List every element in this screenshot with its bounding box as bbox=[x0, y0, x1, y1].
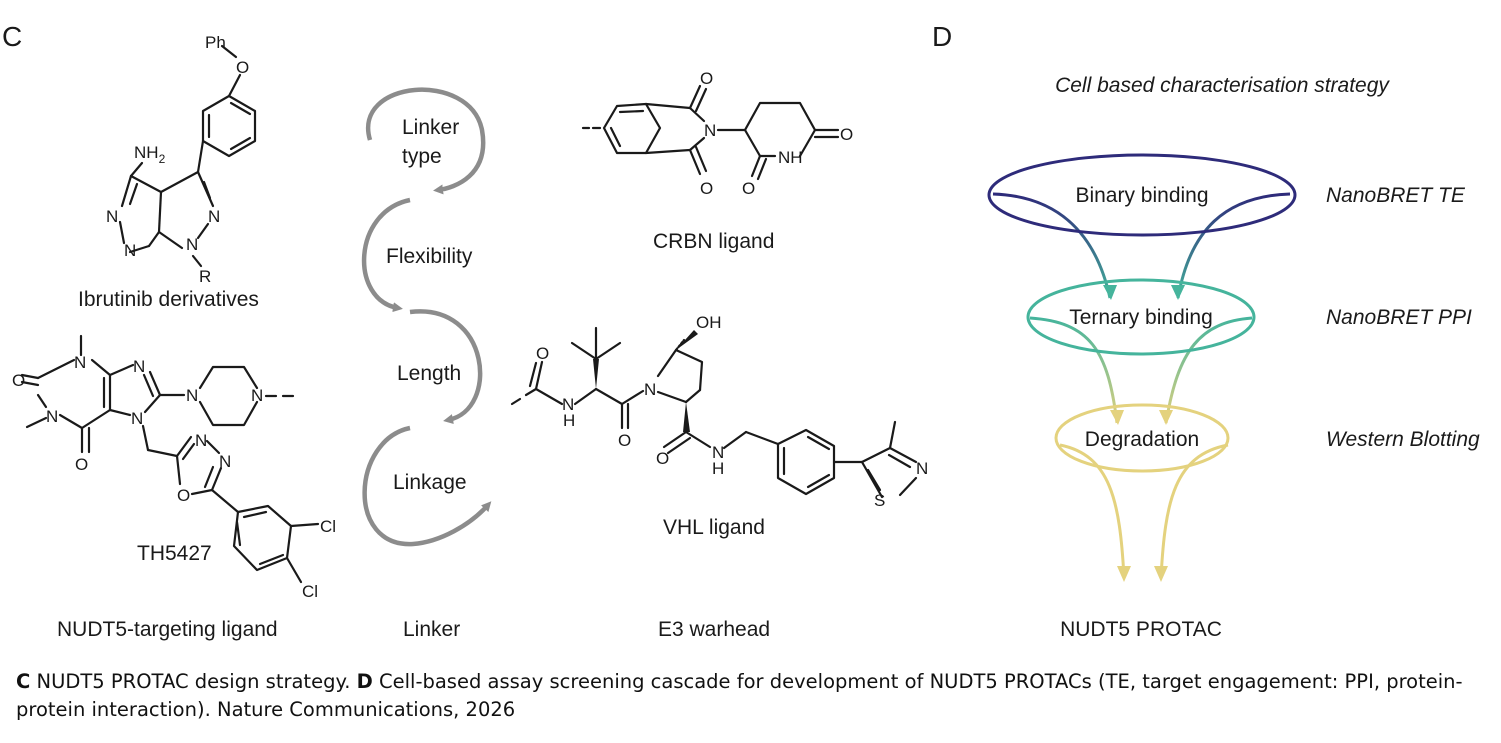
stage-degradation-method: Western Blotting bbox=[1326, 428, 1480, 451]
stage-binary-label: Binary binding bbox=[1075, 184, 1208, 207]
arrowhead-degradation-to-protac-right bbox=[1154, 566, 1168, 582]
vhl-n1: N bbox=[562, 395, 574, 414]
caption-c-text: NUDT5 PROTAC design strategy. bbox=[30, 670, 357, 693]
arrowhead-ternary-to-degradation-right bbox=[1159, 410, 1173, 425]
th-o2: O bbox=[75, 455, 88, 474]
th-n3: N bbox=[46, 407, 58, 426]
th-n7: N bbox=[133, 357, 145, 376]
linker-step-flexibility: Flexibility bbox=[386, 245, 473, 268]
vhl-h1: H bbox=[563, 411, 575, 430]
figure-caption: C NUDT5 PROTAC design strategy. D Cell-b… bbox=[16, 668, 1476, 724]
stage-binary-ellipse bbox=[987, 153, 1297, 237]
stage-ternary-ellipse bbox=[1026, 278, 1256, 356]
th-o1: O bbox=[12, 371, 25, 390]
vhl-h3: H bbox=[712, 459, 724, 478]
arrow-binary-to-ternary-right bbox=[1176, 192, 1291, 299]
arrowhead-binary-to-ternary-left bbox=[1103, 285, 1117, 300]
th-pip-n1: N bbox=[186, 386, 198, 405]
vhl-n2: N bbox=[644, 380, 656, 399]
vhl-label: VHL ligand bbox=[663, 516, 765, 539]
th-ox-o: O bbox=[177, 486, 190, 505]
nudt5-ligand-column-label: NUDT5-targeting ligand bbox=[57, 618, 278, 641]
crbn-structure: N O O O NH O bbox=[581, 69, 853, 198]
vhl-structure: O N H O N OH O N H bbox=[510, 313, 928, 510]
caption-c-letter: C bbox=[16, 670, 31, 693]
th-pip-n2: N bbox=[251, 386, 263, 405]
crbn-n-imide: N bbox=[704, 121, 716, 140]
arrowhead-degradation-to-protac-left bbox=[1117, 566, 1131, 582]
arrow-ternary-to-degradation-left bbox=[1029, 316, 1119, 424]
panel-d-title: Cell based characterisation strategy bbox=[1055, 74, 1390, 97]
ibrutinib-phenyl: Ph bbox=[205, 33, 226, 52]
arrow-degradation-to-protac-right bbox=[1159, 443, 1229, 579]
linker-flow bbox=[362, 87, 492, 547]
th5427-label: TH5427 bbox=[137, 542, 212, 565]
crbn-o1: O bbox=[700, 69, 713, 88]
vhl-o3: O bbox=[656, 449, 669, 468]
panel-c-letter: C bbox=[2, 21, 22, 52]
vhl-o1: O bbox=[536, 344, 549, 363]
ibrutinib-structure: O Ph N N R N N NH2 bbox=[106, 33, 257, 286]
linker-step-type-2: type bbox=[402, 145, 442, 168]
ibrutinib-amine: NH2 bbox=[134, 143, 166, 166]
e3-warhead-column-label: E3 warhead bbox=[658, 618, 770, 641]
th5427-structure: N N O O N N N N bbox=[12, 334, 336, 601]
th-cl1: Cl bbox=[320, 517, 336, 536]
th-cl2: Cl bbox=[302, 582, 318, 601]
arrow-degradation-to-protac-left bbox=[1059, 443, 1126, 579]
figure-canvas: C O Ph N N R N N NH2 bbox=[2, 21, 1480, 641]
crbn-o2: O bbox=[700, 179, 713, 198]
th-n9: N bbox=[131, 409, 143, 428]
vhl-o2: O bbox=[618, 431, 631, 450]
crbn-label: CRBN ligand bbox=[653, 230, 774, 253]
caption-d-text: Cell-based assay screening cascade for d… bbox=[16, 670, 1463, 721]
arrow-ternary-to-degradation-right bbox=[1164, 316, 1253, 424]
ibrutinib-n1: N bbox=[186, 235, 198, 254]
vhl-s: S bbox=[874, 491, 885, 510]
ibrutinib-n3: N bbox=[106, 207, 118, 226]
th-n1: N bbox=[74, 353, 86, 372]
th-ox-n2: N bbox=[219, 452, 231, 471]
linker-column-label: Linker bbox=[403, 618, 460, 641]
ibrutinib-n4: N bbox=[124, 241, 136, 260]
vhl-n4: N bbox=[916, 459, 928, 478]
linker-step-length: Length bbox=[397, 362, 461, 385]
protac-output-label: NUDT5 PROTAC bbox=[1060, 618, 1222, 641]
arrow-binary-to-ternary-left bbox=[992, 192, 1112, 299]
ibrutinib-label: Ibrutinib derivatives bbox=[78, 288, 259, 311]
th-ox-n1: N bbox=[195, 431, 207, 450]
arrowhead-ternary-to-degradation-left bbox=[1110, 410, 1124, 425]
ibrutinib-r: R bbox=[199, 267, 211, 286]
crbn-nh: NH bbox=[778, 148, 803, 167]
crbn-o3: O bbox=[742, 179, 755, 198]
ibrutinib-oxygen: O bbox=[236, 58, 249, 77]
linker-step-linkage: Linkage bbox=[393, 471, 467, 494]
vhl-n3: N bbox=[712, 443, 724, 462]
stage-ternary-label: Ternary binding bbox=[1069, 306, 1213, 329]
panel-d-letter: D bbox=[932, 21, 952, 52]
linker-step-type-1: Linker bbox=[402, 116, 459, 139]
arrowhead-binary-to-ternary-right bbox=[1171, 285, 1185, 300]
crbn-o4: O bbox=[840, 125, 853, 144]
stage-ternary-method: NanoBRET PPI bbox=[1326, 306, 1472, 329]
stage-binary-method: NanoBRET TE bbox=[1326, 184, 1466, 207]
ibrutinib-n2: N bbox=[208, 207, 220, 226]
vhl-oh: OH bbox=[696, 313, 722, 332]
stage-degradation-ellipse bbox=[1054, 403, 1230, 473]
stage-degradation-label: Degradation bbox=[1085, 428, 1199, 451]
caption-d-letter: D bbox=[356, 670, 373, 693]
